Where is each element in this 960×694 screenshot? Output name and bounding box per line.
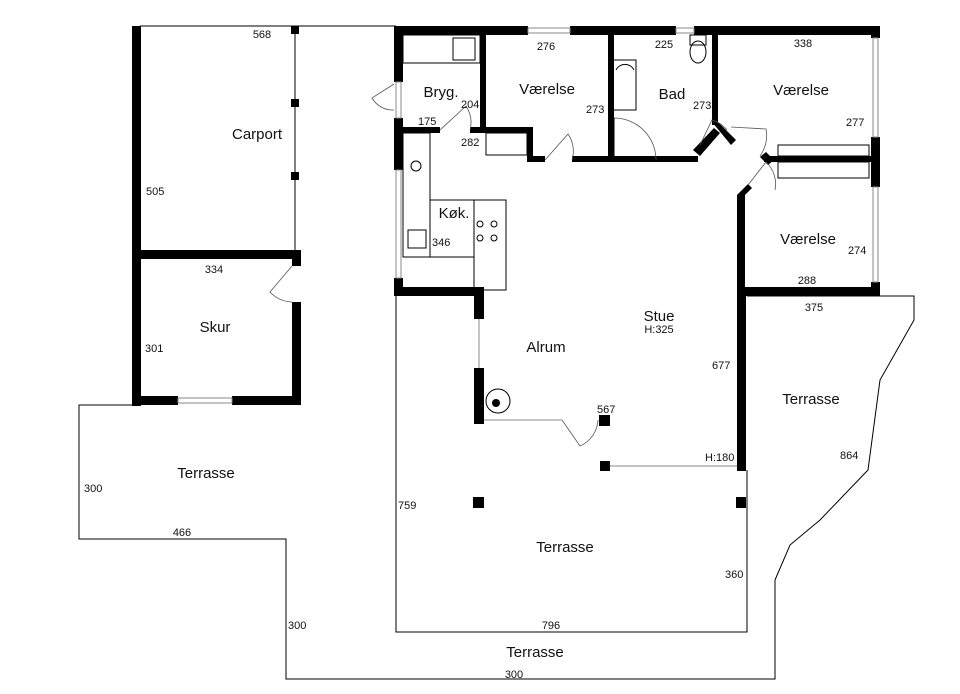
room-label-terrasse-left: Terrasse (177, 465, 235, 482)
room-label-carport: Carport (232, 126, 283, 143)
dim-bottom-terrace-bottom: 300 (505, 669, 523, 681)
room-label-terrasse-right: Terrasse (782, 391, 840, 408)
dim-bottom-terrace-side: 300 (288, 620, 306, 632)
door-vaerelse3 (747, 161, 776, 191)
dim-carport-side: 505 (146, 186, 164, 198)
dim-vaerelse3-side: 274 (848, 245, 866, 257)
door-vaerelse1 (544, 133, 574, 161)
dim-skur-top: 334 (205, 264, 223, 276)
dim-vaerelse2-top: 338 (794, 38, 812, 50)
dim-vaerelse1-top: 276 (537, 41, 555, 53)
dim-kok-side: 346 (432, 237, 450, 249)
fixtures (402, 34, 870, 414)
walls (132, 26, 880, 508)
room-label-terrasse-center: Terrasse (536, 539, 594, 556)
outline-lines (78, 25, 915, 680)
room-label-skur: Skur (200, 319, 231, 336)
doors (269, 83, 776, 447)
dim-carport-top: 568 (253, 29, 271, 41)
dim-left-terrace-bottom: 466 (173, 527, 191, 539)
dim-right-terrace-side: 864 (840, 450, 858, 462)
dim-center-terrace-bottom: 796 (542, 620, 560, 632)
dim-center-terrace-side: 759 (398, 500, 416, 512)
dim-left-terrace-side: 300 (84, 483, 102, 495)
dim-alrum: 567 (597, 404, 615, 416)
wardrobe-vaerelse2 (777, 144, 870, 157)
room-label-alrum: Alrum (526, 339, 565, 356)
fireplace (485, 388, 511, 414)
room-label-bad: Bad (659, 86, 686, 103)
dim-kok-top: 282 (461, 137, 479, 149)
room-labels: Carport Skur Bryg. Værelse Bad Værelse K… (177, 81, 840, 661)
bryg-sink (452, 37, 476, 61)
door-hall (699, 119, 728, 146)
dim-vaerelse2-side: 277 (846, 117, 864, 129)
room-label-vaerelse-3: Værelse (780, 231, 836, 248)
door-skur (269, 265, 293, 303)
door-bryg-outer (371, 83, 395, 111)
room-label-terrasse-bottom: Terrasse (506, 644, 564, 661)
wardrobe-vaerelse3 (777, 161, 870, 179)
dim-bad-side: 273 (693, 100, 711, 112)
door-bryg-inner (439, 105, 472, 131)
room-label-vaerelse-2: Værelse (773, 82, 829, 99)
door-bad (613, 117, 657, 161)
dim-vaerelse3-bottom: 288 (798, 275, 816, 287)
dim-bad-top: 225 (655, 39, 673, 51)
door-alrum (561, 419, 599, 447)
dim-skur-side: 301 (145, 343, 163, 355)
dim-right-terrace-top: 375 (805, 302, 823, 314)
kitchen-cooktop (473, 199, 507, 291)
dim-center-terrace-right: 360 (725, 569, 743, 581)
bad-toilet (689, 34, 707, 46)
dimension-labels: 568 505 334 301 204 175 276 273 225 273 … (84, 29, 866, 681)
door-vaerelse2 (730, 126, 767, 157)
room-label-vaerelse-1: Værelse (519, 81, 575, 98)
bryg-counter (402, 34, 481, 64)
stue-height: H:325 (644, 324, 673, 336)
dim-window-height: H:180 (705, 452, 734, 464)
room-label-kok: Køk. (439, 205, 470, 222)
dim-stue-side: 677 (712, 360, 730, 372)
dim-bryg-bottom: 175 (418, 116, 436, 128)
dim-bryg-side: 204 (461, 99, 479, 111)
dim-vaerelse1-side: 273 (586, 104, 604, 116)
kitchen-counter-left (402, 132, 431, 258)
bad-shower (613, 118, 656, 161)
bad-sink (614, 59, 637, 111)
windows (177, 27, 879, 404)
room-label-stue: Stue (644, 308, 675, 325)
room-label-bryg: Bryg. (423, 84, 458, 101)
